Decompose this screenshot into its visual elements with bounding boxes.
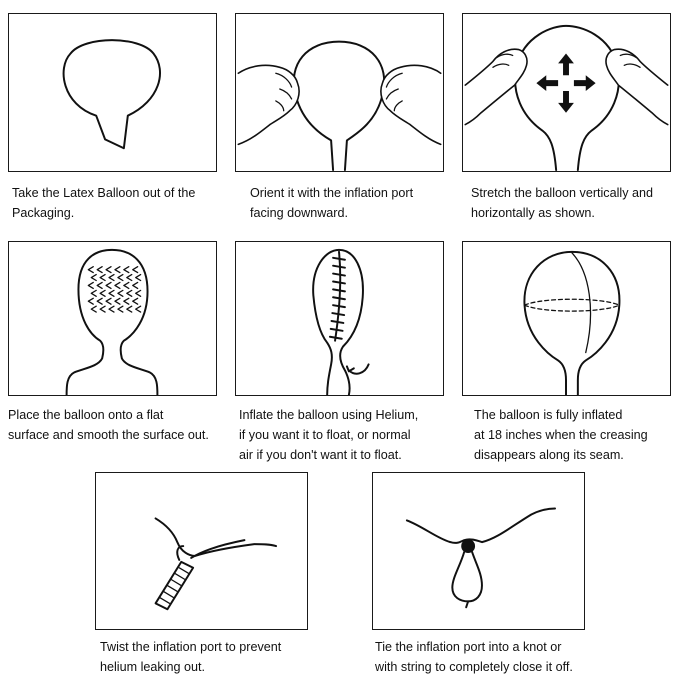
- smoothing-marks: [87, 266, 142, 313]
- step7-caption-line: helium leaking out.: [100, 660, 206, 674]
- smoothing-mark: [90, 289, 97, 297]
- inflated-balloon-seam-icon: [523, 250, 621, 395]
- smoothing-mark: [99, 289, 106, 297]
- step8-panel: [372, 472, 585, 630]
- crease-mark: [332, 264, 346, 269]
- smoothing-mark: [126, 305, 133, 313]
- smoothing-mark: [96, 297, 103, 305]
- deflated-balloon-icon: [62, 39, 161, 150]
- step6-caption: The balloon is fully inflated at 18 inch…: [474, 405, 648, 465]
- step1-panel: [8, 13, 217, 172]
- step5-caption-line: if you want it to float, or normal: [239, 428, 411, 442]
- step5-caption: Inflate the balloon using Helium, if you…: [239, 405, 418, 465]
- step5-panel: [235, 241, 444, 396]
- smoothing-balloon-icon: [65, 248, 159, 395]
- step5-caption-line: Inflate the balloon using Helium,: [239, 408, 419, 422]
- crease-mark: [330, 319, 345, 324]
- step6-panel: [462, 241, 671, 396]
- crease-mark: [332, 288, 346, 293]
- step1-caption-line: Packaging.: [12, 206, 75, 220]
- step6-caption-line: disappears along its seam.: [474, 448, 624, 462]
- smoothing-mark: [135, 273, 142, 282]
- smoothing-mark: [99, 305, 106, 313]
- smoothing-mark: [87, 266, 94, 274]
- smoothing-mark: [117, 273, 124, 282]
- smoothing-mark: [87, 281, 94, 290]
- step2-caption: Orient it with the inflation port facing…: [250, 183, 413, 223]
- smoothing-mark: [105, 266, 112, 274]
- smoothing-mark: [87, 297, 94, 305]
- crease-mark: [332, 272, 346, 277]
- step7-caption: Twist the inflation port to prevent heli…: [100, 637, 281, 677]
- step3-caption-line: Stretch the balloon vertically and: [471, 186, 654, 200]
- crease-mark: [331, 312, 346, 317]
- step7-caption-line: Twist the inflation port to prevent: [100, 640, 282, 654]
- step3-caption-line: horizontally as shown.: [471, 206, 595, 220]
- step2-panel: [235, 13, 444, 172]
- smoothing-mark: [132, 281, 139, 290]
- smoothing-mark: [90, 305, 97, 313]
- crease-mark: [332, 256, 346, 261]
- smoothing-mark: [96, 281, 103, 290]
- step7-panel: [95, 472, 308, 630]
- smoothing-mark: [114, 281, 121, 290]
- smoothing-mark: [132, 297, 139, 305]
- hands-holding-balloon-icon: [237, 40, 442, 171]
- smoothing-mark: [96, 266, 103, 274]
- smoothing-mark: [123, 266, 130, 274]
- crease-mark: [332, 296, 346, 301]
- smoothing-mark: [108, 305, 115, 313]
- hands-stretching-balloon-icon: [464, 24, 669, 171]
- smoothing-mark: [126, 273, 133, 282]
- smoothing-mark: [132, 266, 139, 274]
- crease-mark: [332, 304, 346, 309]
- crease-mark: [328, 335, 343, 340]
- smoothing-mark: [114, 297, 121, 305]
- smoothing-mark: [114, 266, 121, 274]
- step8-caption: Tie the inflation port into a knot or wi…: [375, 637, 573, 677]
- smoothing-mark: [105, 281, 112, 290]
- smoothing-mark: [117, 289, 124, 297]
- step3-caption: Stretch the balloon vertically and horiz…: [471, 183, 653, 223]
- crease-marks: [328, 256, 346, 340]
- step1-caption-line: Take the Latex Balloon out of the: [12, 186, 196, 200]
- step3-panel: [462, 13, 671, 172]
- smoothing-mark: [99, 273, 106, 282]
- smoothing-mark: [123, 281, 130, 290]
- step4-caption: Place the balloon onto a flat surface an…: [8, 405, 209, 445]
- crease-mark: [332, 280, 346, 285]
- smoothing-mark: [105, 297, 112, 305]
- step6-caption-line: The balloon is fully inflated: [474, 408, 623, 422]
- step6-caption-line: at 18 inches when the creasing: [474, 428, 648, 442]
- twisted-port-icon: [154, 517, 278, 611]
- step1-caption: Take the Latex Balloon out of the Packag…: [12, 183, 195, 223]
- step8-caption-line: Tie the inflation port into a knot or: [375, 640, 562, 654]
- smoothing-mark: [126, 289, 133, 297]
- smoothing-mark: [123, 297, 130, 305]
- crease-mark: [329, 327, 344, 332]
- step8-caption-line: with string to completely close it off.: [375, 660, 573, 674]
- step4-panel: [8, 241, 217, 396]
- smoothing-mark: [108, 289, 115, 297]
- tied-knot-icon: [405, 507, 557, 609]
- creased-inflating-balloon-icon: [312, 248, 370, 395]
- smoothing-mark: [117, 305, 124, 313]
- smoothing-mark: [108, 273, 115, 282]
- step4-caption-line: Place the balloon onto a flat: [8, 408, 164, 422]
- smoothing-mark: [135, 305, 142, 313]
- step5-caption-line: air if you don't want it to float.: [239, 448, 402, 462]
- step2-caption-line: Orient it with the inflation port: [250, 186, 414, 200]
- step2-caption-line: facing downward.: [250, 206, 349, 220]
- smoothing-mark: [135, 289, 142, 297]
- smoothing-mark: [90, 273, 97, 282]
- step4-caption-line: surface and smooth the surface out.: [8, 428, 209, 442]
